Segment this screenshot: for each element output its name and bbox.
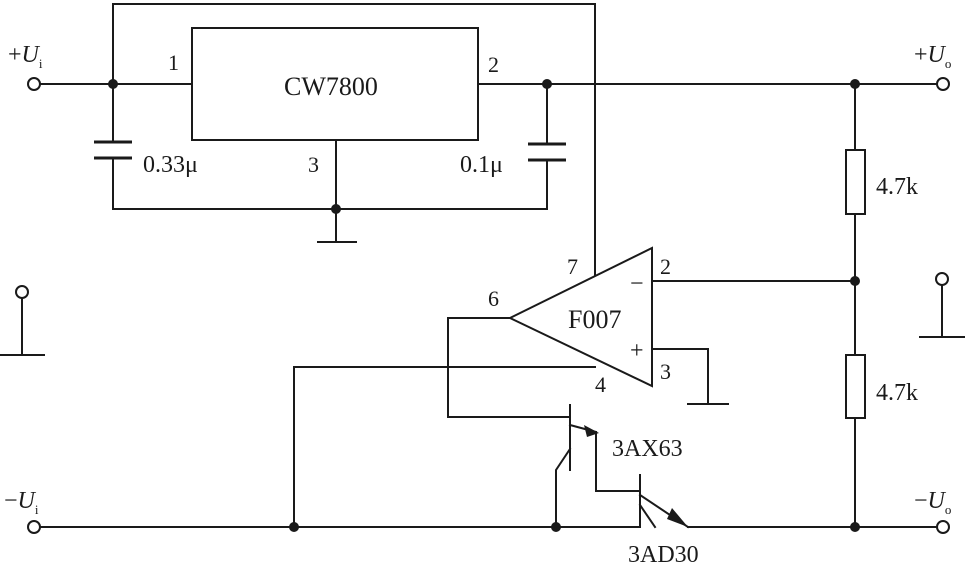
resistor-bottom — [845, 354, 866, 419]
transistor-q1-label: 3AX63 — [612, 436, 683, 462]
junction-dots — [108, 79, 860, 532]
opamp-noninverting-symbol: + — [630, 338, 644, 364]
opamp-inverting-symbol: − — [630, 271, 644, 297]
junction-dot — [551, 522, 561, 532]
q2-emitter-arrow-icon — [667, 508, 688, 527]
resistor-top-value: 4.7k — [876, 174, 918, 200]
terminal-output-positive — [936, 77, 950, 91]
regulator-pin-out: 2 — [488, 52, 499, 77]
capacitor-input-value: 0.33μ — [143, 152, 198, 178]
terminal-input-positive — [27, 77, 41, 91]
noninverting-ground-wire — [651, 348, 709, 405]
capacitor-output-value: 0.1μ — [460, 152, 503, 178]
opamp-pin-noninv: 3 — [660, 359, 671, 384]
output-negative-label: −Uo — [914, 488, 951, 517]
terminal-left-reference — [15, 285, 29, 299]
resistor-bottom-value: 4.7k — [876, 380, 918, 406]
capacitor-output — [528, 142, 566, 162]
output-positive-label: +Uo — [914, 42, 951, 71]
opamp-name: F007 — [568, 305, 621, 334]
terminal-right-reference — [935, 272, 949, 286]
junction-dot — [850, 522, 860, 532]
q2-collector-lead — [638, 503, 657, 529]
opamp-pin-v-pos: 7 — [567, 254, 578, 279]
opamp-pin-inv: 2 — [660, 254, 671, 279]
q1-collector-lead — [555, 447, 572, 528]
regulator-box — [191, 27, 479, 141]
regulator-pin-gnd: 3 — [308, 152, 319, 177]
opamp-pin-v-neg: 4 — [595, 372, 606, 397]
ground-bus — [112, 157, 548, 210]
opamp-supply-wire — [112, 3, 596, 276]
input-negative-label: −Ui — [4, 488, 39, 517]
junction-dot — [542, 79, 552, 89]
terminal-output-negative — [936, 520, 950, 534]
junction-dot — [331, 204, 341, 214]
transistor-q2-label: 3AD30 — [628, 542, 699, 566]
junction-dot — [850, 276, 860, 286]
input-positive-label: +Ui — [8, 42, 43, 71]
q1-emitter-arrow-icon — [584, 425, 599, 437]
wires — [0, 3, 965, 529]
junction-dot — [850, 79, 860, 89]
opamp-negative-supply-wire — [293, 366, 596, 528]
capacitor-input — [94, 140, 132, 160]
q1-to-q2-base-wire — [595, 431, 641, 492]
junction-dot — [108, 79, 118, 89]
junction-dot — [289, 522, 299, 532]
opamp-pin-out: 6 — [488, 286, 499, 311]
resistor-top — [845, 149, 866, 215]
regulator-pin-in: 1 — [168, 50, 179, 75]
opamp-triangle — [507, 246, 653, 388]
regulator-name: CW7800 — [284, 72, 378, 101]
terminal-input-negative — [27, 520, 41, 534]
